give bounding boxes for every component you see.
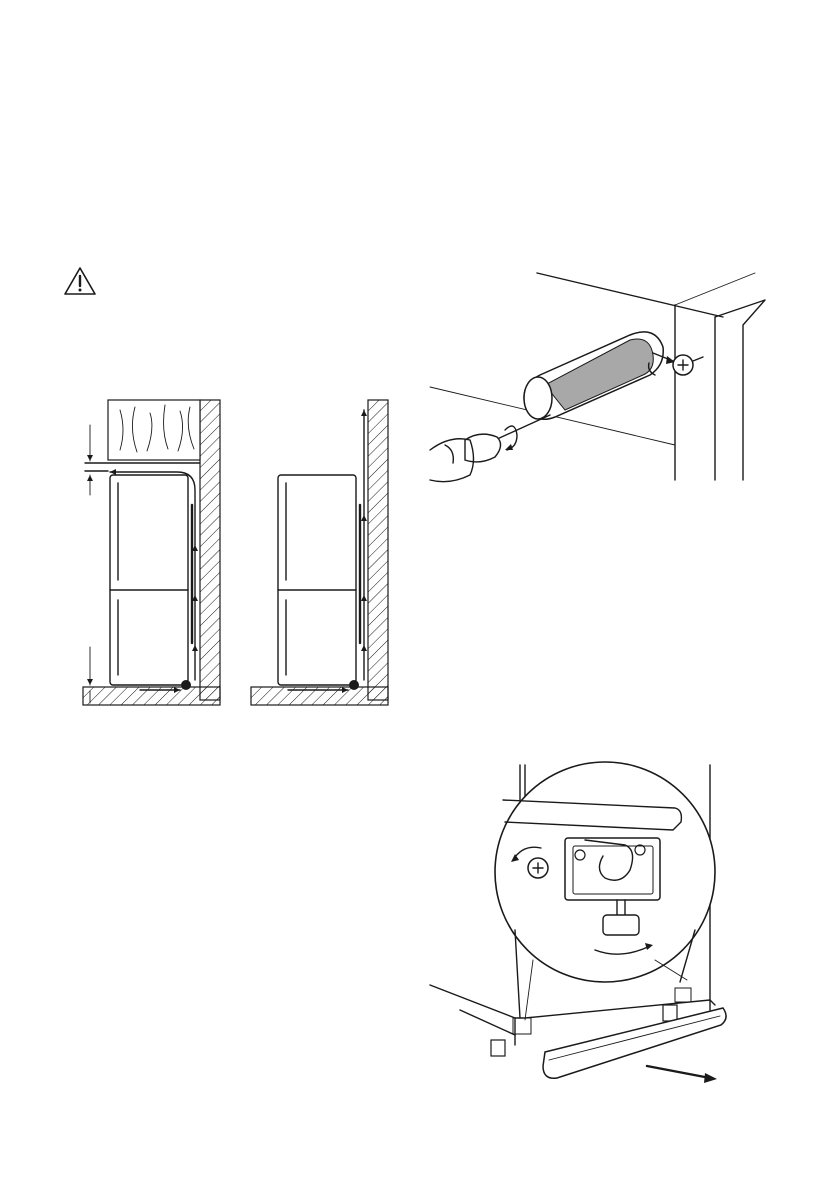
ventilation-diagram-built-in	[80, 395, 225, 715]
plinth-removal-detail	[425, 760, 730, 1090]
ventilation-diagram-freestanding	[248, 395, 393, 715]
warning-triangle-icon	[63, 266, 97, 296]
hinge-cover-screwdriver	[425, 265, 780, 490]
